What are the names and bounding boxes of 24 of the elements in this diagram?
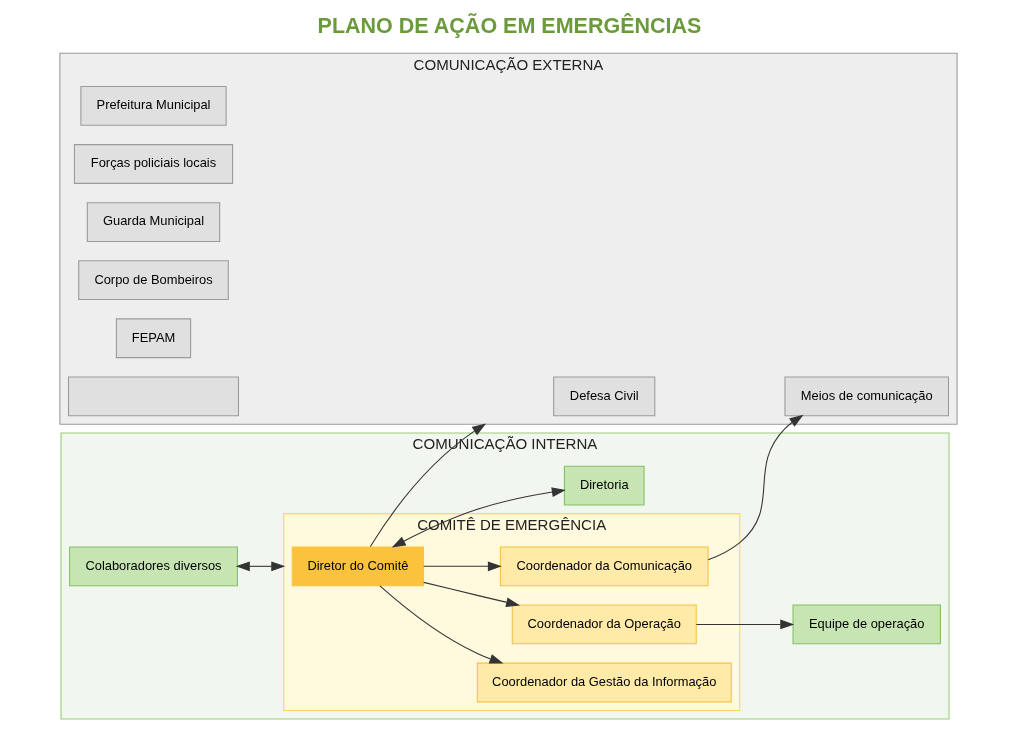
node-box: Prefeitura Municipal [79, 86, 227, 126]
node-box: Meios de comunicação [783, 376, 949, 417]
node-box: FEPAM [115, 318, 191, 359]
arrow [369, 423, 486, 548]
node-box: Colaboradores diversos [68, 546, 238, 587]
node-box: Guarda Municipal [86, 202, 220, 242]
arrow [422, 561, 502, 572]
arrow [235, 561, 285, 572]
node-box: Defesa Civil [552, 376, 655, 417]
node-box: Forças policiais locais [73, 144, 233, 184]
arrow [378, 585, 504, 664]
node-box: Corpo de Bombeiros [77, 260, 229, 301]
node-box: Coordenador da Operação [511, 604, 697, 645]
arrow [695, 619, 794, 630]
arrow [707, 414, 803, 561]
arrow [391, 487, 566, 548]
node-box: Diretoria [563, 465, 645, 506]
node-box: Equipe de operação [792, 604, 941, 645]
node-box: Diretor do Comitê [291, 546, 424, 587]
arrow [422, 581, 520, 607]
node-box [67, 376, 239, 417]
node-box: Coordenador da Gestão da Informação [476, 662, 732, 703]
diagram-title: PLANO DE AÇÃO EM EMERGÊNCIAS [317, 13, 701, 38]
node-box: Coordenador da Comunicação [499, 546, 709, 587]
